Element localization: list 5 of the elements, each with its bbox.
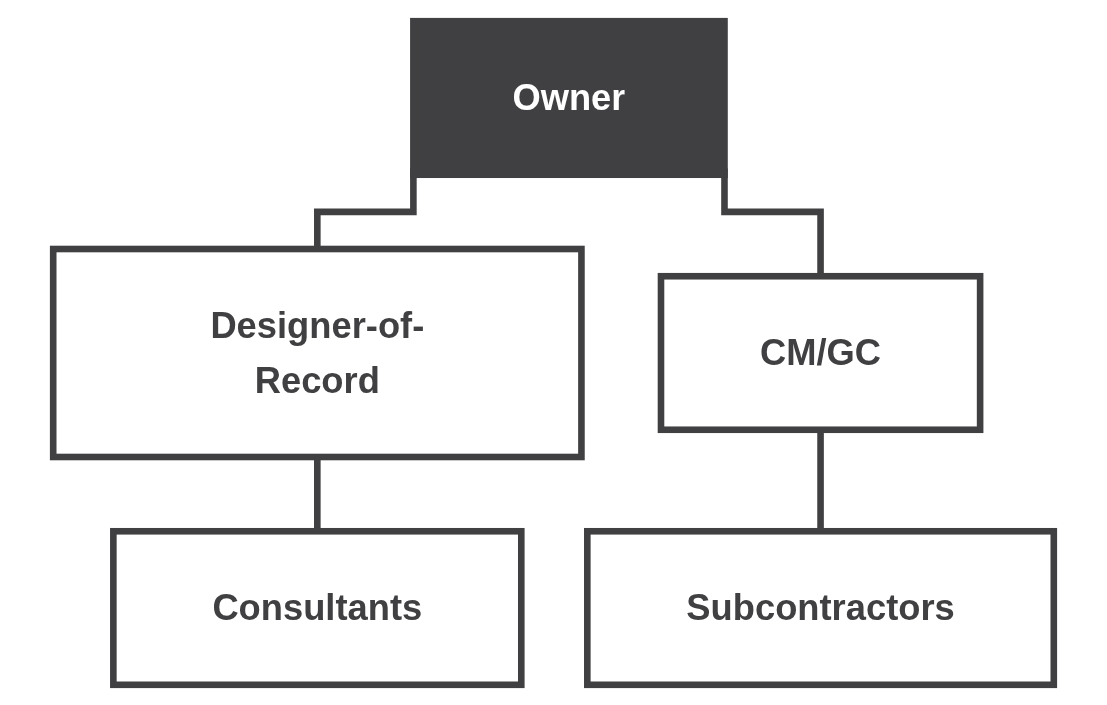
- node-box: Consultants: [110, 527, 525, 688]
- node-box: Subcontractors: [584, 527, 1058, 688]
- node-box: Owner: [410, 17, 728, 178]
- node-box: Designer-of-Record: [49, 245, 585, 460]
- node-box: CM/GC: [657, 272, 984, 433]
